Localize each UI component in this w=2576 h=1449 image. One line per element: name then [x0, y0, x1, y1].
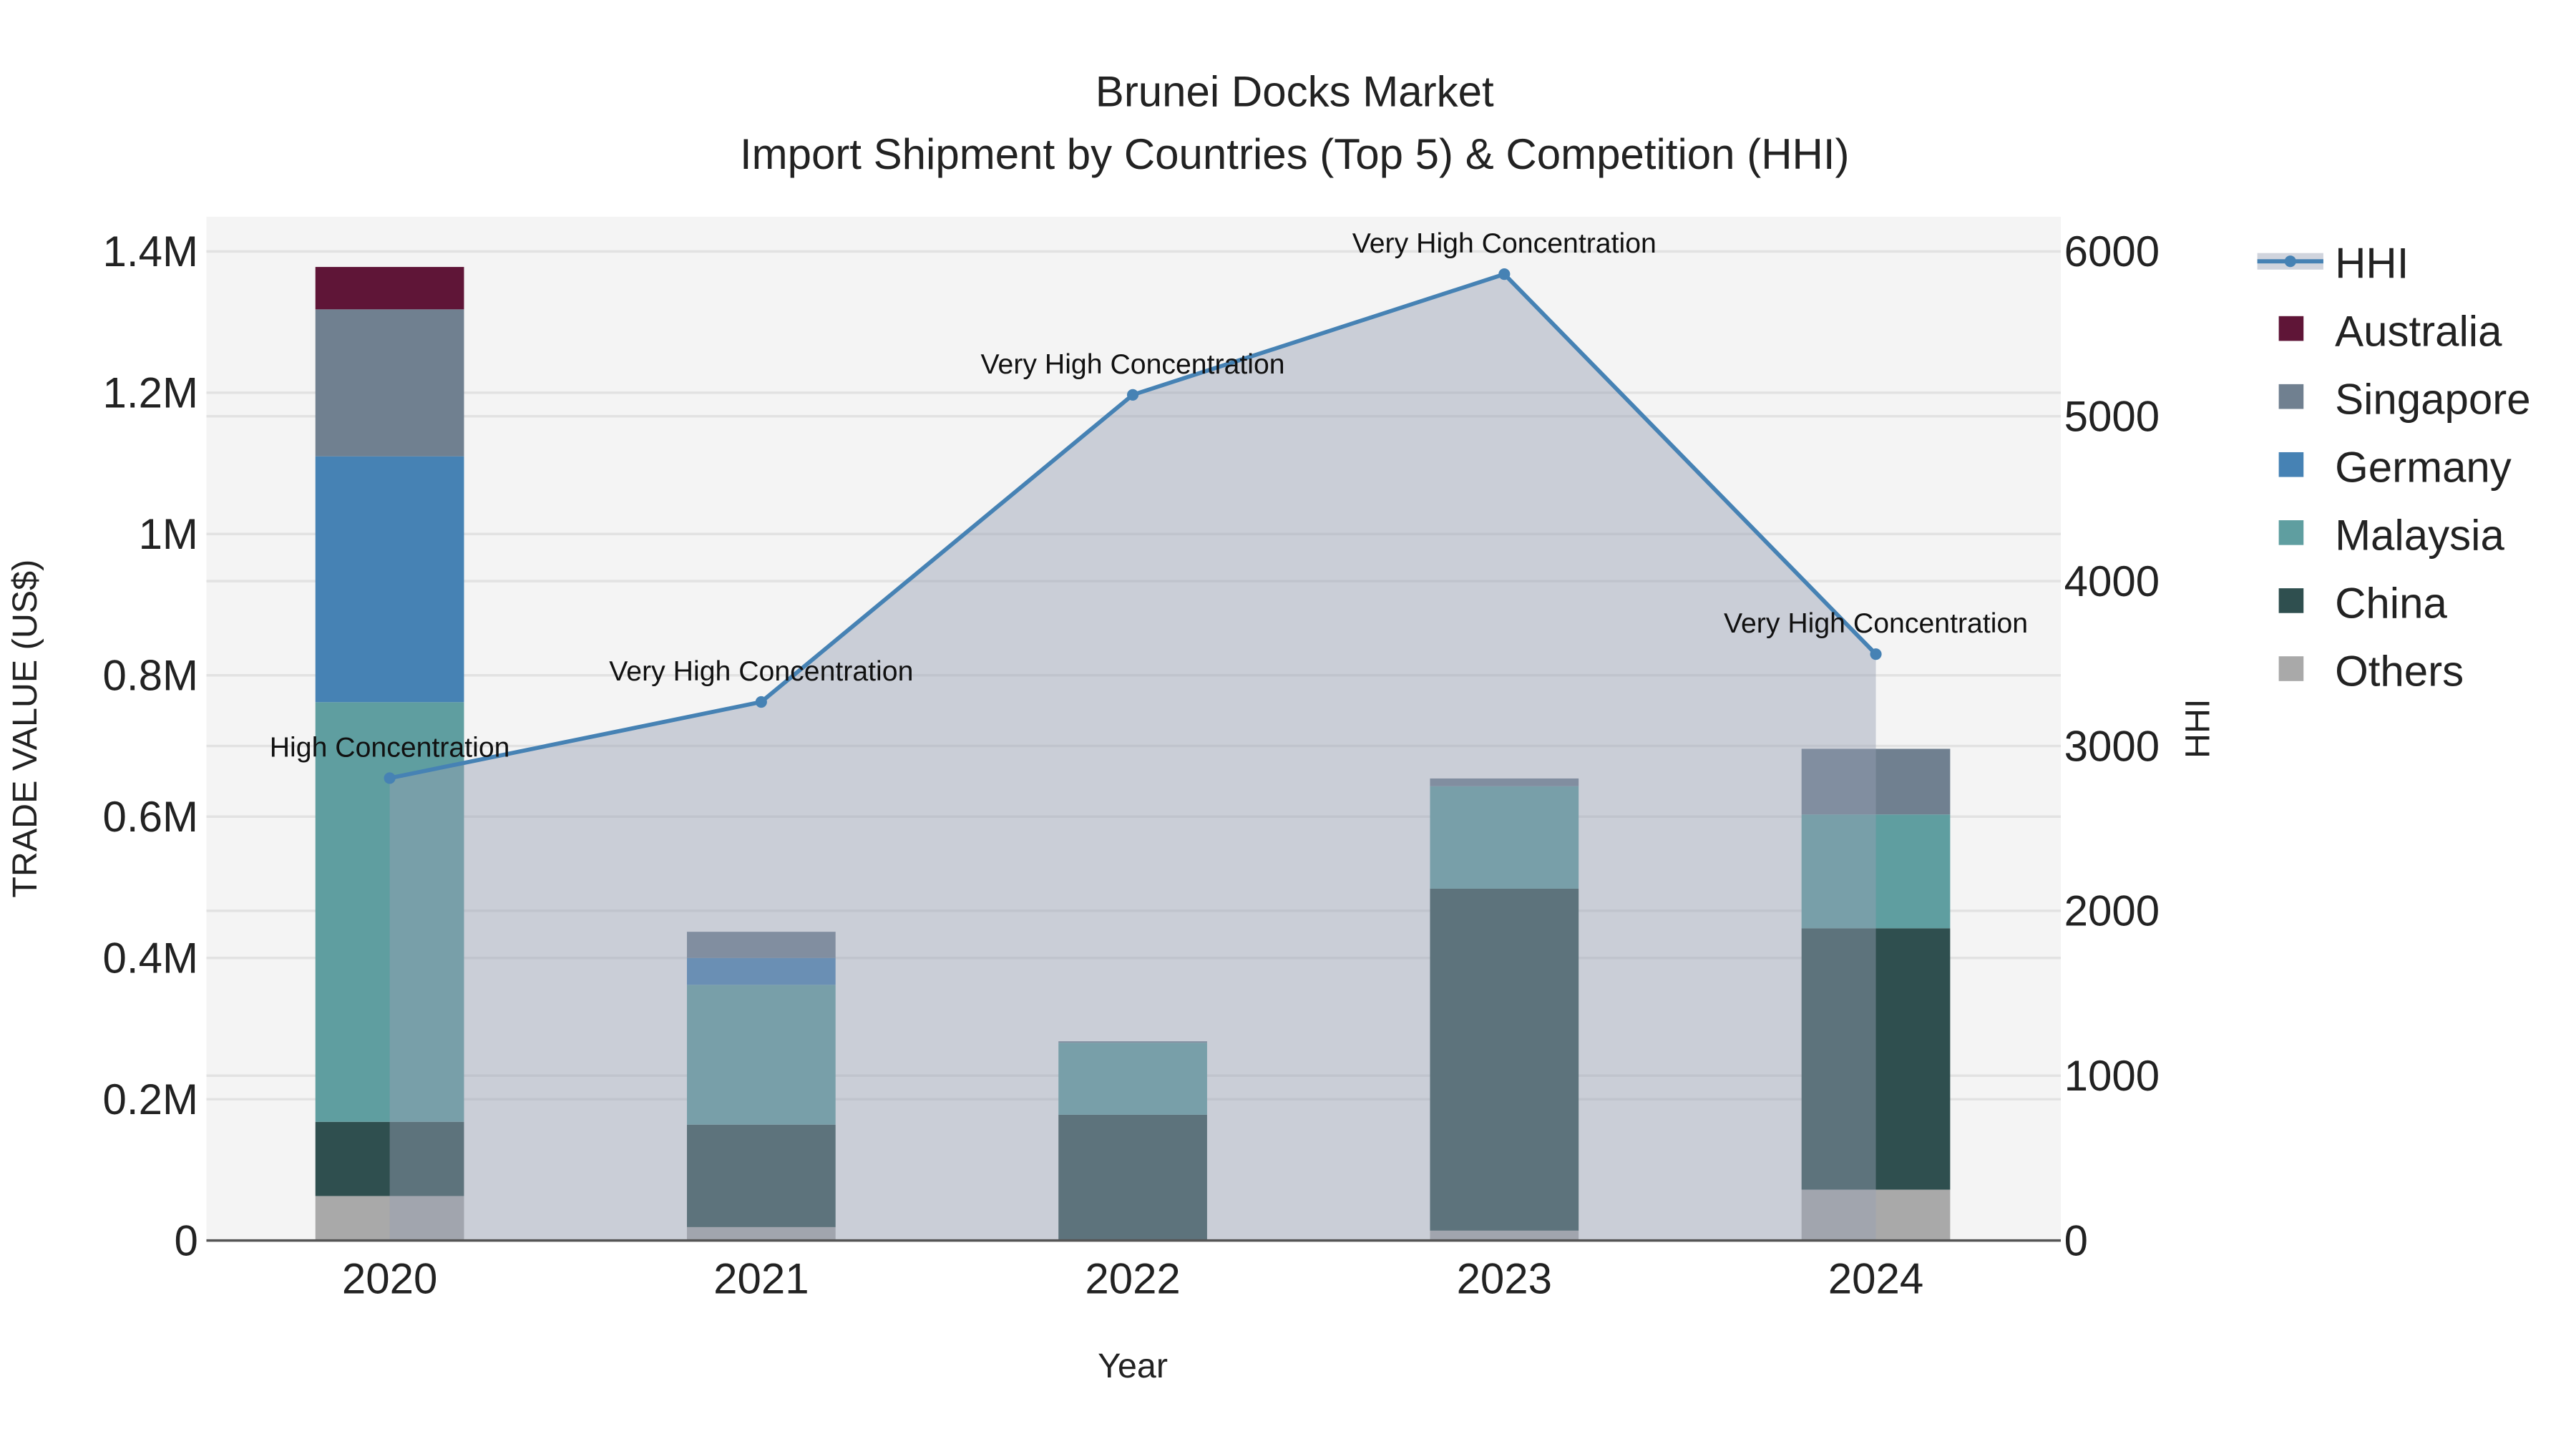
- x-tick-label: 2022: [1085, 1255, 1180, 1303]
- bar-australia: [315, 267, 464, 310]
- y2-tick-label: 2000: [2064, 887, 2160, 935]
- legend-label-hhi: HHI: [2335, 239, 2409, 287]
- legend-label-others: Others: [2335, 648, 2464, 696]
- hhi-annotation: Very High Concentration: [1352, 228, 1657, 259]
- y-tick-label: 1M: [139, 510, 198, 558]
- y-axis-title: TRADE VALUE (US$): [6, 560, 44, 898]
- legend-label-australia: Australia: [2335, 307, 2502, 355]
- bar-singapore: [687, 932, 836, 958]
- bar-germany: [687, 957, 836, 985]
- bar-malaysia: [1801, 814, 1951, 929]
- x-tick-label: 2024: [1828, 1255, 1923, 1303]
- chart-title: Brunei Docks Market: [1096, 67, 1494, 115]
- legend-swatch-malaysia: [2278, 520, 2304, 545]
- y2-tick-label: 6000: [2064, 228, 2160, 275]
- chart-subtitle: Import Shipment by Countries (Top 5) & C…: [740, 130, 1850, 178]
- bar-malaysia: [1430, 786, 1579, 889]
- y2-tick-label: 1000: [2064, 1052, 2160, 1100]
- hhi-annotation: Very High Concentration: [609, 655, 913, 687]
- hhi-area: [389, 274, 1876, 1241]
- legend-swatch-singapore: [2278, 384, 2304, 409]
- bar-china: [1801, 928, 1951, 1190]
- y2-tick-label: 4000: [2064, 557, 2160, 605]
- y-tick-label: 0.4M: [103, 934, 198, 982]
- bar-singapore: [1801, 748, 1951, 815]
- hhi-point: [1127, 389, 1139, 401]
- bar-china: [1058, 1114, 1207, 1241]
- bar-others: [315, 1196, 464, 1241]
- y2-tick-label: 5000: [2064, 393, 2160, 441]
- y-tick-label: 0.8M: [103, 652, 198, 700]
- hhi-point: [1498, 268, 1511, 280]
- y2-axis-title: HHI: [2179, 699, 2218, 758]
- bar-malaysia: [315, 702, 464, 1122]
- bar-malaysia: [687, 985, 836, 1125]
- x-tick-label: 2021: [713, 1255, 809, 1303]
- hhi-point: [1870, 648, 1882, 660]
- bar-singapore: [1058, 1041, 1207, 1043]
- y-tick-label: 0.6M: [103, 793, 198, 841]
- bar-singapore: [315, 309, 464, 457]
- hhi-annotation: Very High Concentration: [981, 348, 1285, 380]
- y2-tick-label: 0: [2064, 1216, 2088, 1264]
- x-axis-title: Year: [1098, 1347, 1168, 1385]
- legend-swatch-china: [2278, 588, 2304, 613]
- legend-swatch-others: [2278, 656, 2304, 681]
- bar-singapore: [1430, 778, 1579, 786]
- bar-others: [1801, 1189, 1951, 1241]
- bar-china: [687, 1124, 836, 1227]
- hhi-point: [755, 696, 767, 708]
- bar-others: [687, 1226, 836, 1241]
- legend-swatch-hhi-marker: [2284, 255, 2296, 268]
- legend-label-malaysia: Malaysia: [2335, 512, 2504, 560]
- bar-china: [1430, 888, 1579, 1231]
- x-tick-label: 2020: [342, 1255, 437, 1303]
- bar-malaysia: [1058, 1043, 1207, 1115]
- y2-tick-label: 3000: [2064, 722, 2160, 770]
- bar-others: [1430, 1230, 1579, 1241]
- y-tick-label: 0: [175, 1216, 198, 1264]
- hhi-annotation: Very High Concentration: [1724, 608, 2028, 639]
- legend: HHI AustraliaSingaporeGermanyMalaysiaChin…: [2257, 239, 2531, 696]
- x-tick-label: 2023: [1457, 1255, 1552, 1303]
- legend-label-singapore: Singapore: [2335, 375, 2531, 423]
- y-tick-label: 1.4M: [103, 228, 198, 275]
- legend-swatch-germany: [2278, 452, 2304, 477]
- legend-label-china: China: [2335, 580, 2447, 628]
- hhi-point: [384, 772, 396, 784]
- legend-swatch-australia: [2278, 316, 2304, 341]
- hhi-annotation: High Concentration: [270, 731, 510, 763]
- y-tick-label: 0.2M: [103, 1075, 198, 1123]
- legend-label-germany: Germany: [2335, 444, 2512, 492]
- bar-germany: [315, 456, 464, 703]
- bar-china: [315, 1121, 464, 1196]
- y-tick-label: 1.2M: [103, 369, 198, 417]
